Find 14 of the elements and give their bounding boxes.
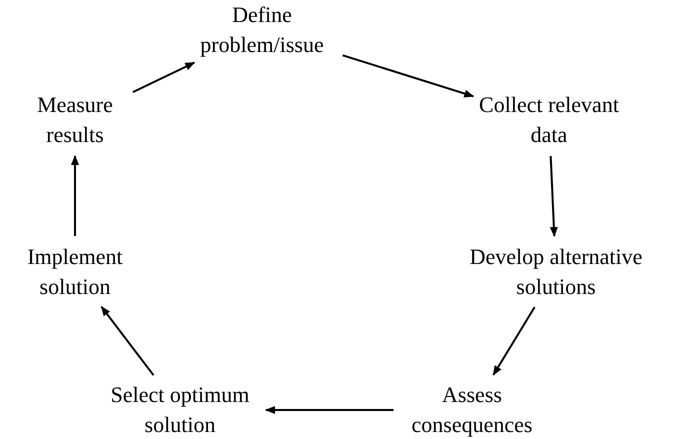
step-label: Measure results xyxy=(22,90,128,150)
step-label: Collect relevant data xyxy=(479,90,619,150)
arrow xyxy=(342,54,474,98)
arrow xyxy=(100,306,154,376)
arrow xyxy=(265,406,394,414)
step-label: Implement solution xyxy=(18,242,132,302)
arrow xyxy=(492,306,536,376)
step-label: Develop alternative solutions xyxy=(456,242,656,302)
step-label: Assess consequences xyxy=(400,380,544,439)
step-label: Select optimum solution xyxy=(100,380,260,439)
step-label: Define problem/issue xyxy=(187,0,337,60)
arrow xyxy=(71,155,79,236)
arrow xyxy=(550,156,558,237)
arrow xyxy=(132,62,196,93)
